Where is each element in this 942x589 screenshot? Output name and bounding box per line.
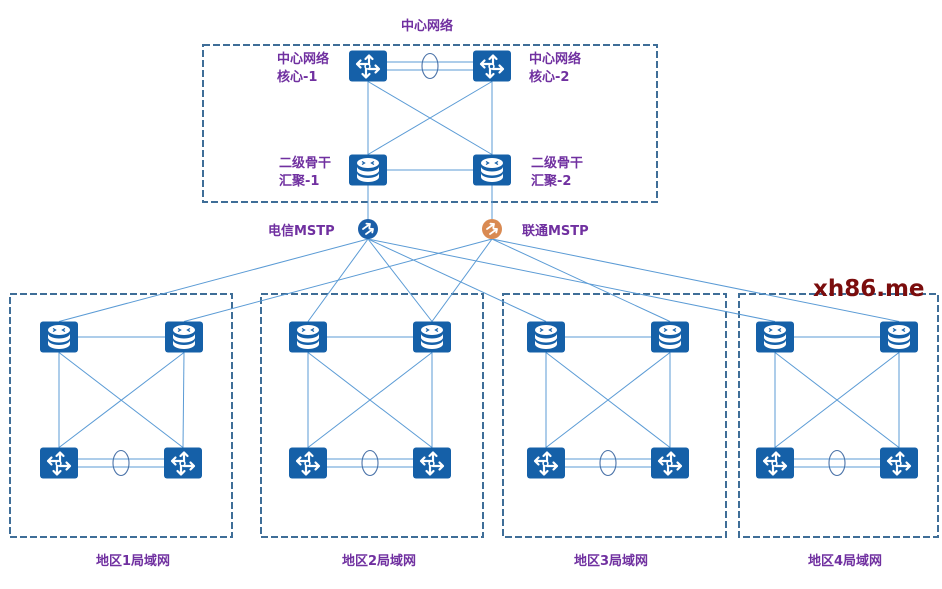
- links-layer: [58, 52, 900, 477]
- eth-trunk-link: [387, 52, 473, 80]
- core-router-icon: [164, 447, 202, 479]
- mstp-transport-icon: [358, 219, 378, 239]
- mstp-transport-icon: [482, 219, 502, 239]
- agg-1-label-line1: 二级骨干: [279, 155, 331, 171]
- agg-1-label-line2: 汇聚-1: [279, 174, 319, 189]
- core-router-icon: [289, 447, 327, 479]
- core-router-icon: [413, 447, 451, 479]
- link-line: [307, 352, 433, 448]
- devices-layer: [40, 50, 918, 479]
- eth-trunk-link: [327, 449, 413, 477]
- aggregation-switch-icon: [413, 321, 451, 353]
- trunk-bundle-marker: [361, 449, 379, 477]
- aggregation-switch-icon: [289, 321, 327, 353]
- telecom-mstp-label: 电信MSTP: [268, 223, 335, 239]
- region-2-group: [260, 293, 484, 538]
- core-router-icon: [349, 50, 387, 82]
- region-2-label: 地区2局域网: [342, 553, 416, 569]
- core-router-icon: [651, 447, 689, 479]
- link-line: [431, 238, 493, 322]
- aggregation-switch-icon: [880, 321, 918, 353]
- aggregation-switch-icon: [165, 321, 203, 353]
- core-router-icon: [756, 447, 794, 479]
- core-1-label-line1: 中心网络: [277, 51, 329, 67]
- link-line: [367, 238, 776, 322]
- eth-trunk-link: [565, 449, 651, 477]
- link-line: [58, 238, 369, 322]
- region-3-group: [502, 293, 727, 538]
- link-line: [545, 352, 671, 448]
- link-line: [183, 238, 493, 322]
- center-network-group: [202, 44, 658, 203]
- aggregation-switch-icon: [651, 321, 689, 353]
- link-line: [367, 238, 433, 322]
- center-network-title: 中心网络: [401, 18, 453, 34]
- core-1-label-line2: 核心-1: [277, 69, 317, 85]
- link-line: [182, 352, 185, 448]
- region-3-label: 地区3局域网: [574, 553, 648, 569]
- link-line: [367, 238, 547, 322]
- aggregation-switch-icon: [473, 154, 511, 186]
- link-line: [58, 352, 185, 448]
- aggregation-switch-icon: [527, 321, 565, 353]
- region-4-group: [738, 293, 939, 538]
- watermark: xh86.me: [813, 276, 925, 302]
- region-1-group: [9, 293, 233, 538]
- core-2-label-line2: 核心-2: [529, 69, 569, 85]
- core-router-icon: [40, 447, 78, 479]
- trunk-bundle-marker: [112, 449, 130, 477]
- trunk-bundle-marker: [421, 52, 439, 80]
- region-1-label: 地区1局域网: [96, 553, 170, 569]
- core-2-label-line1: 中心网络: [529, 51, 581, 67]
- link-line: [774, 352, 900, 448]
- core-router-icon: [880, 447, 918, 479]
- agg-2-label-line2: 汇聚-2: [531, 174, 571, 189]
- aggregation-switch-icon: [40, 321, 78, 353]
- trunk-bundle-marker: [828, 449, 846, 477]
- trunk-bundle-marker: [599, 449, 617, 477]
- eth-trunk-link: [78, 449, 164, 477]
- region-4-label: 地区4局域网: [808, 553, 882, 569]
- link-line: [491, 238, 671, 322]
- link-line: [367, 81, 493, 155]
- agg-2-label-line1: 二级骨干: [531, 155, 583, 171]
- link-line: [491, 238, 900, 322]
- core-router-icon: [527, 447, 565, 479]
- aggregation-switch-icon: [349, 154, 387, 186]
- aggregation-switch-icon: [756, 321, 794, 353]
- unicom-mstp-label: 联通MSTP: [522, 223, 589, 239]
- core-router-icon: [473, 50, 511, 82]
- eth-trunk-link: [794, 449, 880, 477]
